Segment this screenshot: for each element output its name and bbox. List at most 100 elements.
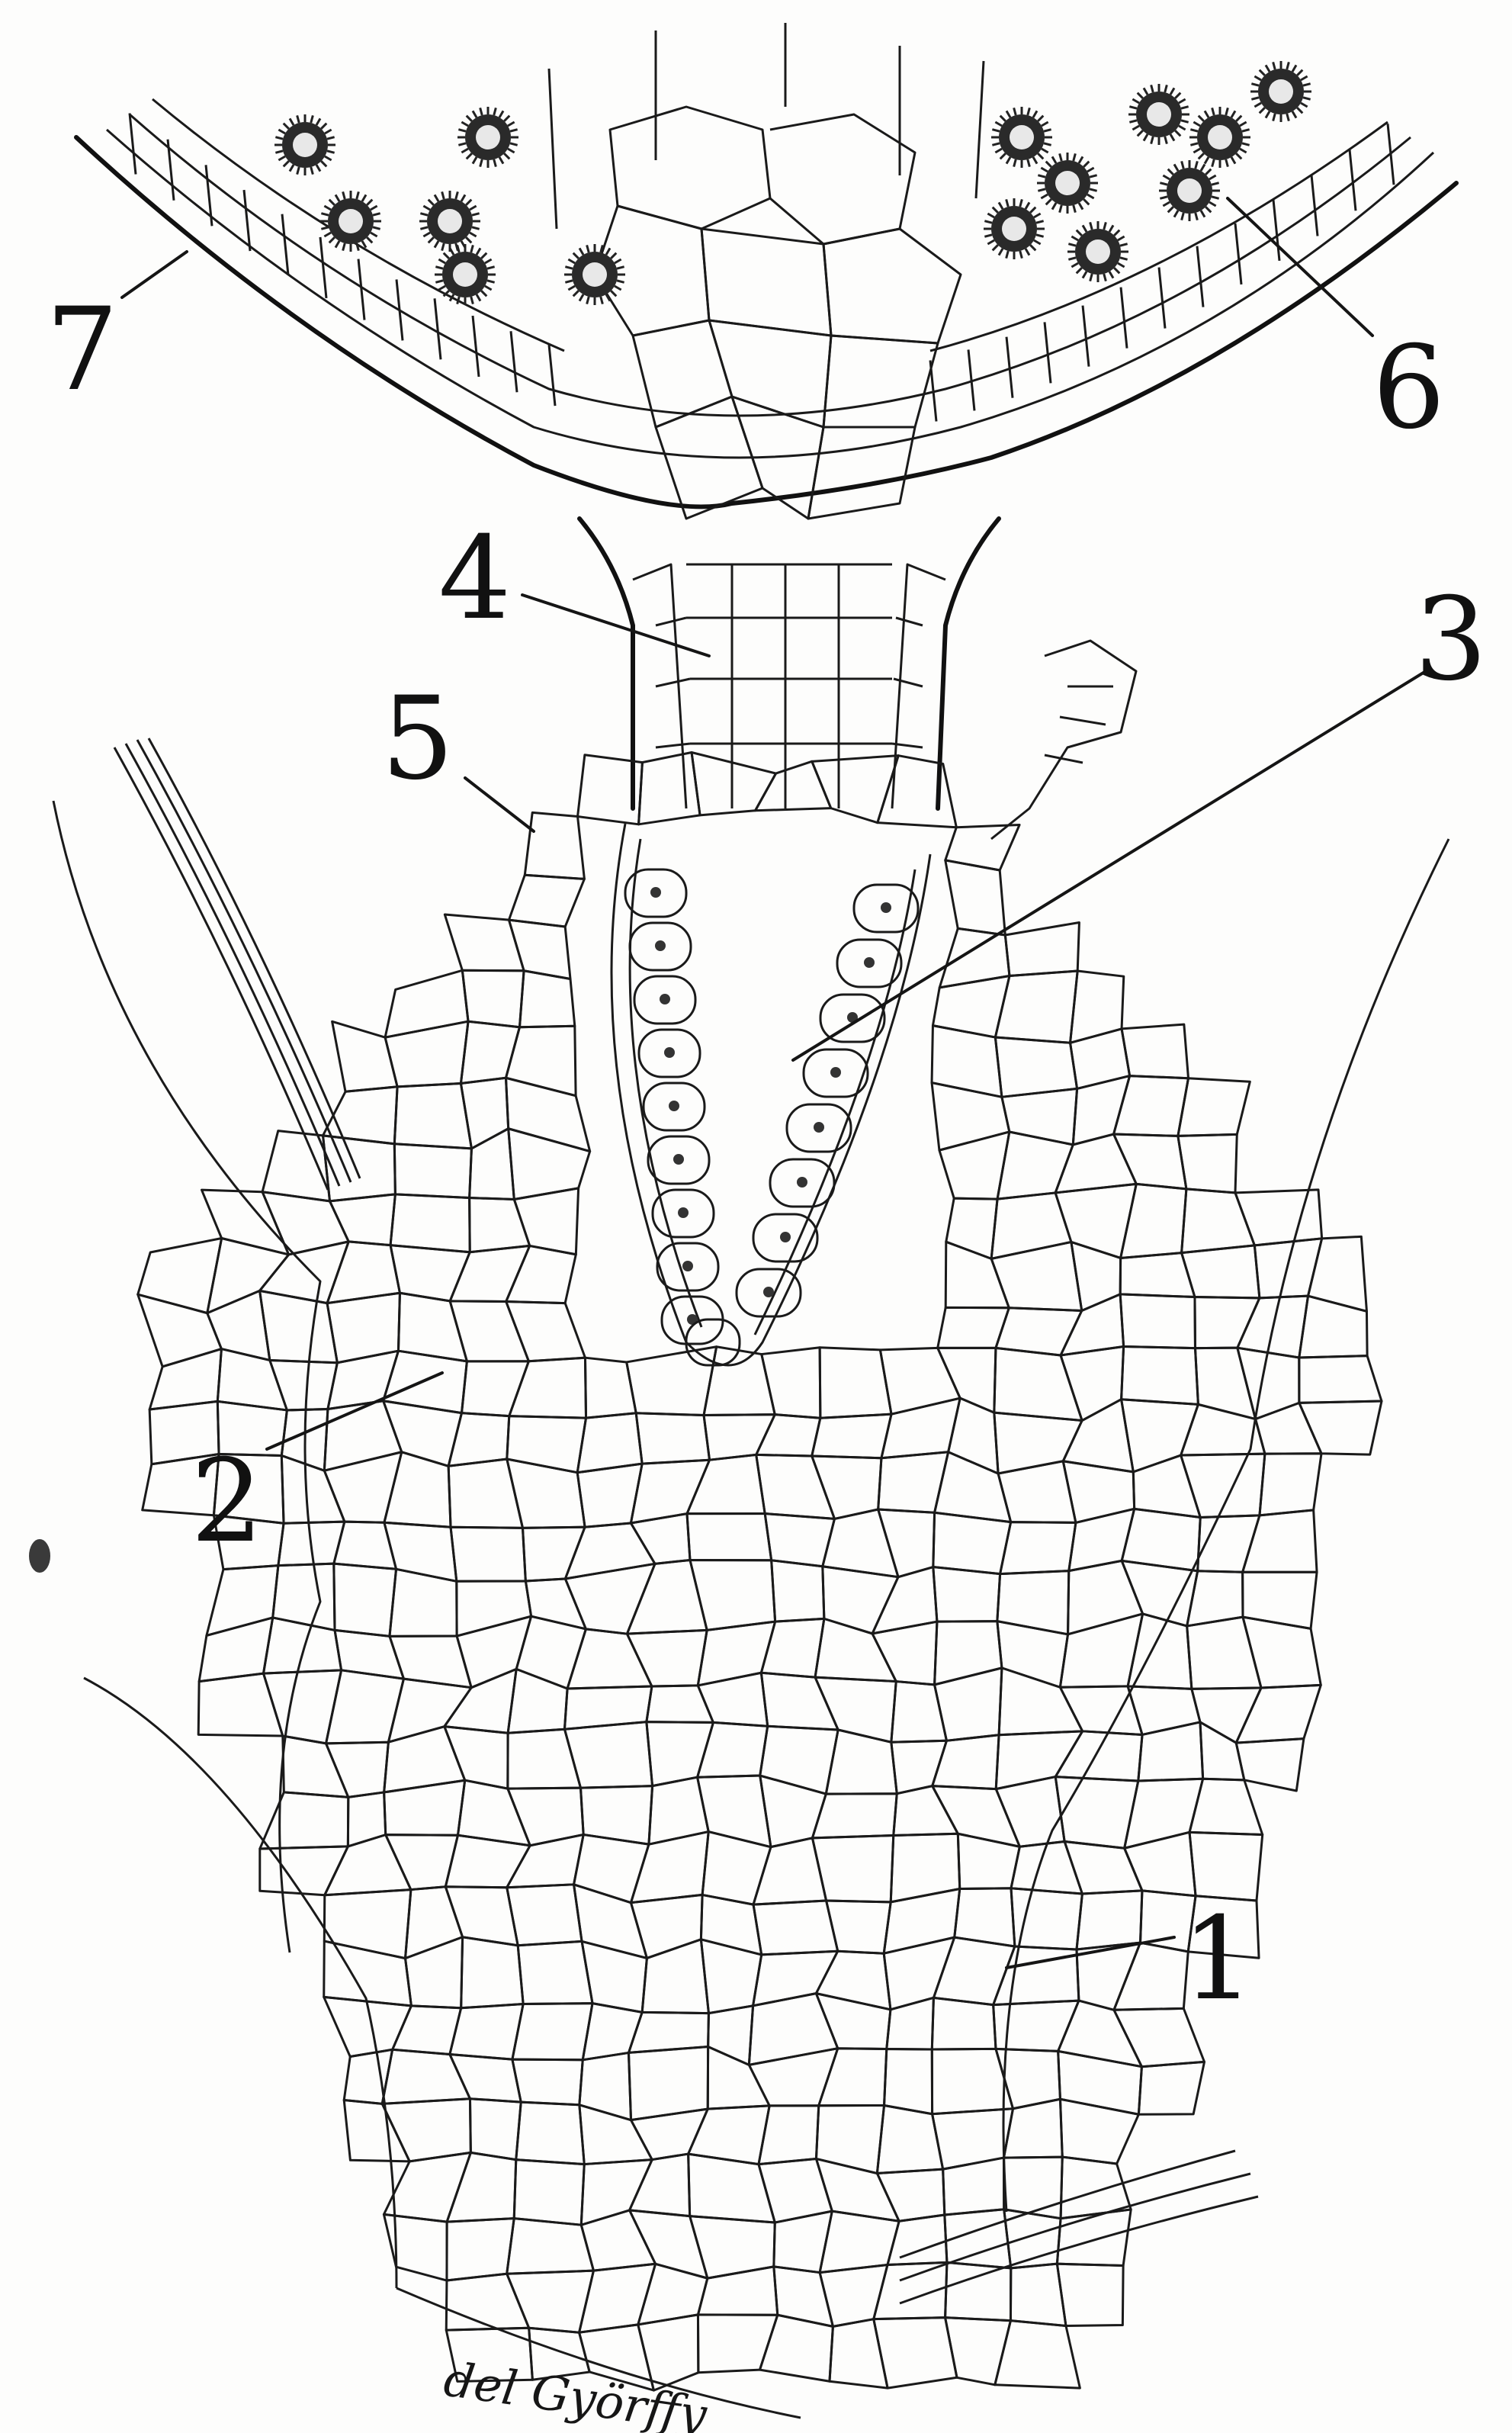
tissue-cell bbox=[450, 2055, 521, 2103]
tissue-cell bbox=[406, 1937, 463, 2008]
blade-cell-wall bbox=[130, 113, 136, 174]
tissue-cell bbox=[878, 1509, 935, 1577]
tissue-cell bbox=[1243, 1510, 1317, 1572]
tissue-cell bbox=[702, 1832, 771, 1905]
tissue-cell bbox=[894, 1786, 958, 1836]
tissue-cell bbox=[384, 2214, 447, 2280]
tissue-cell bbox=[687, 1514, 772, 1560]
tissue-cell bbox=[1182, 1189, 1255, 1253]
tissue-cell bbox=[384, 1452, 451, 1527]
tissue-cell bbox=[461, 1078, 508, 1149]
tissue-cell bbox=[1192, 1688, 1261, 1743]
tissue-cell bbox=[579, 2264, 656, 2332]
tissue-cell bbox=[344, 2049, 392, 2104]
tissue-cell bbox=[326, 1742, 389, 1797]
tissue-cell bbox=[1064, 1841, 1142, 1894]
tissue-cell bbox=[385, 970, 468, 1037]
tissue-cell bbox=[704, 1347, 775, 1416]
tissue-cell bbox=[516, 2102, 584, 2164]
gland-body bbox=[984, 198, 1045, 259]
tissue-cell bbox=[384, 1780, 465, 1835]
tissue-cell bbox=[445, 1835, 530, 1887]
tissue-cell bbox=[642, 1940, 708, 2014]
right-filament bbox=[991, 641, 1136, 839]
tissue-cell bbox=[1178, 1134, 1237, 1192]
tissue-cell bbox=[627, 1560, 707, 1634]
tissue-cell bbox=[812, 1414, 891, 1458]
blade-cell-wall bbox=[282, 214, 288, 275]
blade-cell-wall bbox=[1083, 306, 1089, 367]
tissue-cell bbox=[445, 1887, 518, 1946]
tissue-cell bbox=[1243, 1617, 1321, 1688]
tissue-cell bbox=[1120, 1294, 1195, 1348]
tissue-cell bbox=[1122, 1346, 1199, 1404]
tissue-cell bbox=[260, 1792, 348, 1849]
tissue-cell bbox=[382, 2099, 470, 2161]
tissue-cell bbox=[264, 1618, 342, 1673]
tissue-cell bbox=[328, 1351, 399, 1409]
leader-1 bbox=[1006, 1937, 1174, 1968]
tissue-cell bbox=[874, 2318, 957, 2388]
glandular-bodies bbox=[274, 61, 1311, 305]
tissue-cell bbox=[1060, 2099, 1138, 2164]
tissue-cell bbox=[1005, 922, 1079, 975]
tissue-cell bbox=[995, 2321, 1080, 2388]
gland-body bbox=[1250, 61, 1311, 122]
tissue-cell bbox=[816, 1994, 891, 2049]
tissue-cell bbox=[812, 1456, 881, 1519]
blade-cell-wall bbox=[1197, 246, 1203, 307]
tissue-cell bbox=[1138, 2062, 1204, 2114]
tissue-cell bbox=[1114, 1076, 1189, 1136]
tissue-cell bbox=[461, 1021, 519, 1083]
tissue-cell bbox=[759, 2106, 819, 2165]
tissue-cell bbox=[749, 2049, 837, 2106]
tissue-cell bbox=[760, 1726, 838, 1794]
blade-cell-wall bbox=[435, 298, 441, 359]
tissue-cell bbox=[945, 1242, 1009, 1308]
tissue-cell bbox=[938, 1348, 996, 1413]
tissue-cell bbox=[639, 753, 700, 824]
tissue-cell bbox=[1061, 1346, 1124, 1420]
tissue-cell bbox=[325, 1835, 411, 1895]
tissue-cell bbox=[932, 2049, 1013, 2113]
tissue-cell bbox=[507, 1459, 585, 1528]
tissue-cell bbox=[394, 1084, 471, 1149]
parenchyma-tissue bbox=[138, 753, 1382, 2391]
tissue-cell bbox=[1128, 1686, 1200, 1735]
leader-3 bbox=[793, 671, 1426, 1060]
tissue-cell bbox=[1182, 1245, 1260, 1298]
leader-7 bbox=[122, 252, 187, 297]
tissue-cell bbox=[1071, 1242, 1121, 1310]
tissue-cell bbox=[749, 1994, 837, 2065]
tissue-cell bbox=[448, 1413, 509, 1467]
tissue-cell bbox=[999, 1668, 1083, 1735]
tissue-cell bbox=[692, 753, 776, 815]
tissue-cell bbox=[446, 2274, 528, 2330]
tissue-cell bbox=[582, 1941, 647, 2012]
tissue-cell bbox=[390, 1194, 470, 1252]
tissue-cell bbox=[698, 1621, 775, 1686]
tissue-cell bbox=[326, 1670, 404, 1744]
tissue-cell bbox=[447, 2152, 516, 2222]
tissue-cell bbox=[1058, 2051, 1142, 2114]
blade-cell-wall bbox=[473, 316, 479, 377]
tissue-cell bbox=[1189, 1779, 1263, 1834]
tissue-cell bbox=[519, 971, 574, 1027]
tissue-cell bbox=[283, 1736, 348, 1797]
label-6: 6 bbox=[1372, 322, 1445, 455]
tissue-cell bbox=[760, 1776, 827, 1847]
tissue-cell bbox=[932, 1998, 996, 2049]
tissue-cell bbox=[1057, 2264, 1123, 2325]
tissue-cell bbox=[753, 1901, 838, 1955]
tissue-cell bbox=[631, 1514, 690, 1564]
tissue-cell bbox=[394, 1144, 471, 1198]
lower-right-filament bbox=[900, 2151, 1258, 2303]
tissue-cell bbox=[933, 1567, 1000, 1622]
tissue-cell bbox=[946, 1198, 997, 1258]
tissue-cell bbox=[445, 1727, 508, 1789]
tissue-cell bbox=[935, 1452, 1011, 1522]
tissue-cell bbox=[457, 1581, 531, 1636]
tissue-cell bbox=[945, 2262, 1011, 2320]
tissue-cell bbox=[1299, 1296, 1367, 1358]
leader-5 bbox=[465, 778, 534, 831]
